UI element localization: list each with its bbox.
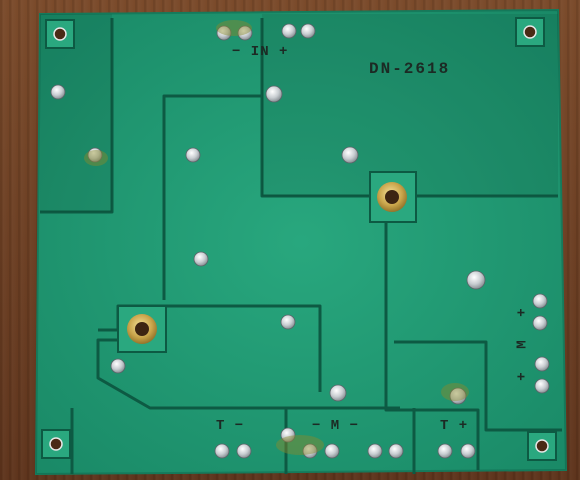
mounting-hole-bottom-right xyxy=(527,431,557,461)
brass-eyelet-left xyxy=(117,305,167,353)
flux-residue xyxy=(84,20,469,455)
side-bottom-plus-label: + xyxy=(514,371,531,381)
tweeter-left-label: T − xyxy=(216,418,245,434)
side-top-plus-label: + xyxy=(514,307,531,317)
midrange-label: − M − xyxy=(312,418,360,434)
tweeter-right-label: T + xyxy=(440,418,469,434)
mounting-hole-bottom-left xyxy=(41,429,71,459)
model-label: DN-2618 xyxy=(369,60,451,78)
mounting-hole-top-right xyxy=(515,17,545,47)
mounting-holes xyxy=(41,17,557,461)
mounting-hole-top-left xyxy=(45,19,75,49)
pcb-board xyxy=(34,8,568,476)
input-label: − IN + xyxy=(232,44,289,60)
side-m-label: M xyxy=(514,339,531,349)
brass-eyelet-center xyxy=(369,171,417,223)
solder-joints xyxy=(50,23,550,459)
